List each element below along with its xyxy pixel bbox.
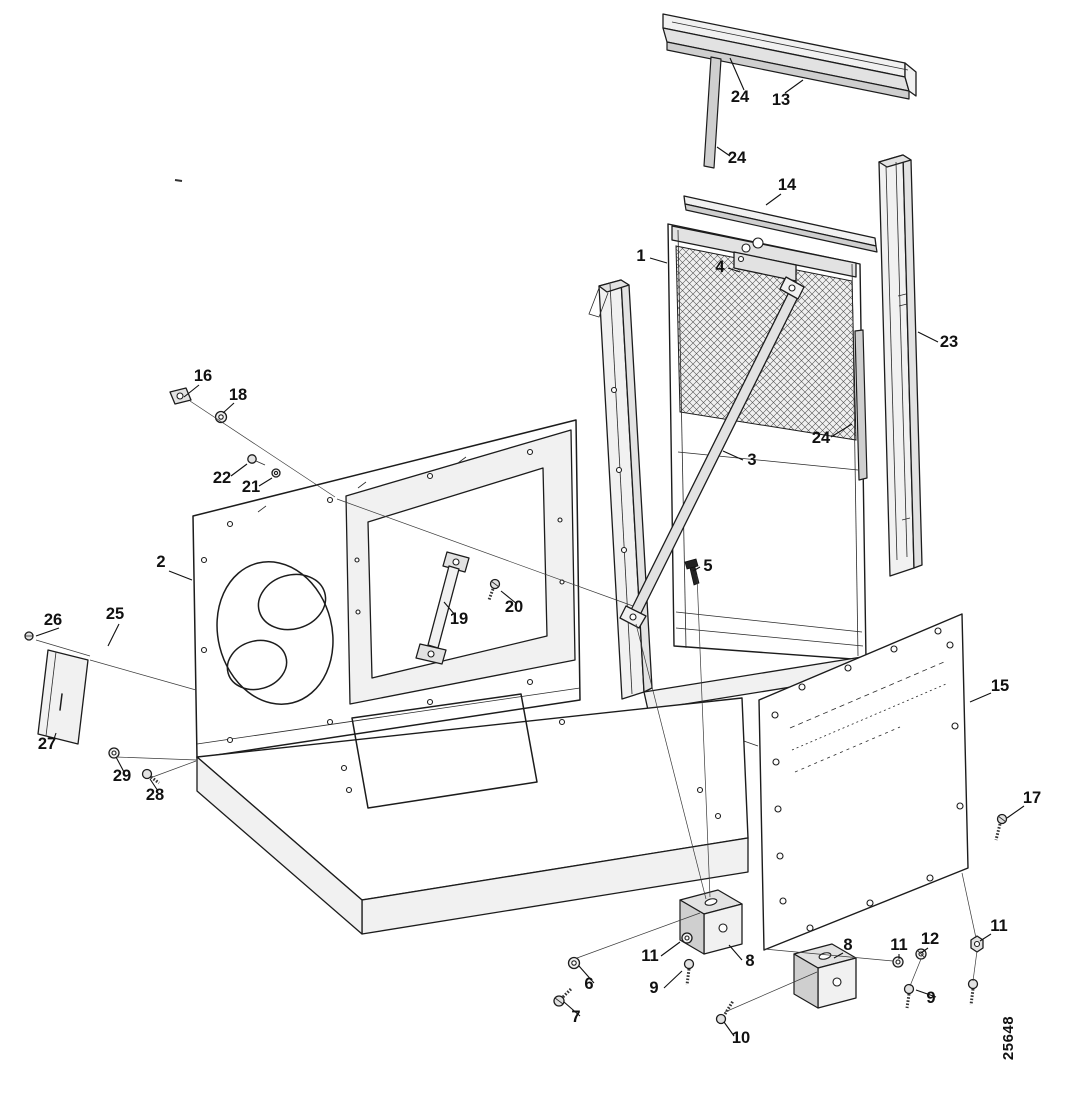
part-18-washer xyxy=(214,410,228,424)
callout-11-b: 11 xyxy=(890,936,907,954)
callout-26: 26 xyxy=(44,611,62,629)
callout-9-a: 9 xyxy=(649,979,658,997)
callout-25: 25 xyxy=(106,605,124,623)
callout-22: 22 xyxy=(213,469,231,487)
callout-28: 28 xyxy=(146,786,164,804)
part-29-washer xyxy=(108,747,120,759)
part-4-bracket xyxy=(733,243,797,282)
part-5-bolt xyxy=(684,558,700,586)
callout-18: 18 xyxy=(229,386,247,404)
callout-24-upper: 24 xyxy=(728,149,747,167)
part-13-top-rail xyxy=(662,13,917,100)
part-19-bracket xyxy=(415,551,470,665)
callout-24-top: 24 xyxy=(731,88,750,106)
part-3-diagonal-brace xyxy=(619,276,805,629)
part-6-washer xyxy=(567,956,581,970)
drawing-number: 25648 xyxy=(1000,1016,1017,1060)
callout-8-left: 8 xyxy=(745,952,754,970)
part-7-bolt xyxy=(553,987,573,1007)
callout-11-a: 11 xyxy=(641,947,658,965)
callout-13: 13 xyxy=(772,91,790,109)
callout-2: 2 xyxy=(156,553,165,571)
part-9-bolt-left xyxy=(683,958,695,986)
part-23-right-channel xyxy=(878,154,923,577)
part-26-bolt xyxy=(24,631,34,641)
part-24-strip-right xyxy=(854,329,868,481)
inner-panel xyxy=(345,429,576,705)
part-21-washer xyxy=(271,468,281,478)
callout-6: 6 xyxy=(584,975,593,993)
frame-post-left xyxy=(588,279,653,700)
part-14-angle-strip xyxy=(683,195,878,253)
part-11-nut-right xyxy=(970,935,984,953)
part-17-screw xyxy=(994,813,1008,841)
callout-19: 19 xyxy=(450,610,468,628)
assembly-axis-lines xyxy=(35,400,978,1013)
scan-speck xyxy=(174,179,183,182)
part-15-side-panel xyxy=(758,613,969,951)
part-8-bracket-right xyxy=(793,943,857,1009)
callout-17: 17 xyxy=(1023,789,1041,807)
callout-9-b: 9 xyxy=(926,989,935,1007)
part-9-bolt-right xyxy=(967,978,979,1006)
callout-1: 1 xyxy=(636,247,645,265)
callout-21: 21 xyxy=(242,478,260,496)
part-25-27-strip xyxy=(37,649,89,745)
base-pan xyxy=(196,693,749,935)
callout-4: 4 xyxy=(715,258,725,276)
callout-8-right: 8 xyxy=(843,936,852,954)
part-24-strip-top xyxy=(703,56,722,169)
callout-12: 12 xyxy=(921,930,939,948)
part-10-bolt xyxy=(715,1000,735,1025)
part-8-bracket-left xyxy=(679,889,743,955)
callout-20: 20 xyxy=(505,598,523,616)
part-28-bolt xyxy=(141,768,160,785)
leader-lines xyxy=(35,57,1025,1037)
callout-27: 27 xyxy=(38,735,56,753)
part-11-washer-mid xyxy=(892,956,904,968)
callout-23: 23 xyxy=(940,333,958,351)
callout-24-right: 24 xyxy=(812,429,831,447)
part-2-side-panel xyxy=(192,419,581,759)
callout-16: 16 xyxy=(194,367,212,385)
callout-29: 29 xyxy=(113,767,131,785)
part-16-fitting xyxy=(169,387,192,405)
part-9-bolt-mid xyxy=(903,983,915,1009)
part-22-bolt xyxy=(247,454,266,466)
callout-labels: 24 13 24 14 1 4 23 16 18 24 22 21 3 2 5 … xyxy=(38,88,1041,1047)
callout-14: 14 xyxy=(778,176,797,194)
callout-5: 5 xyxy=(703,557,712,575)
callout-3: 3 xyxy=(747,451,756,469)
callout-10: 10 xyxy=(732,1029,750,1047)
part-20-bolt xyxy=(487,578,501,601)
part-1-radiator-panel xyxy=(667,223,867,661)
callout-15: 15 xyxy=(991,677,1009,695)
callout-7: 7 xyxy=(571,1008,580,1026)
callout-11-c: 11 xyxy=(990,917,1007,935)
part-11-washer-left xyxy=(681,932,693,944)
